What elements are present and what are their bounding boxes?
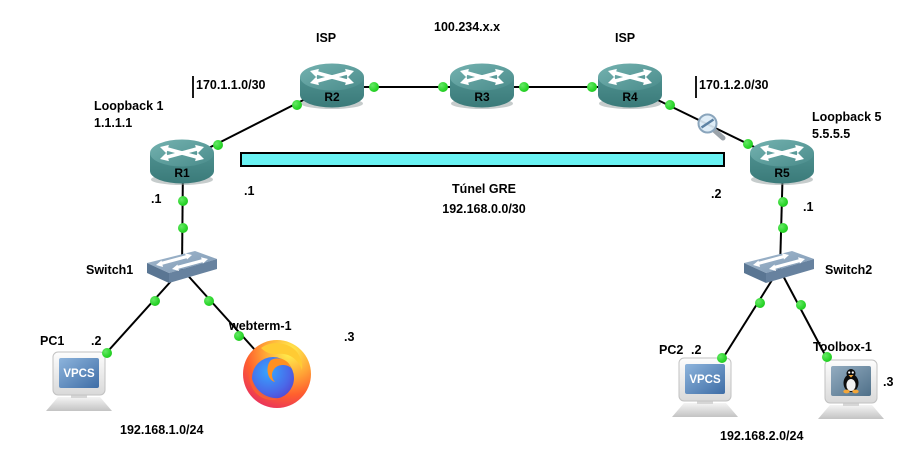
link-status-dot-r5-lan bbox=[778, 197, 788, 207]
tunnel-name-label: Túnel GRE bbox=[452, 182, 516, 196]
node-switch1[interactable] bbox=[144, 248, 220, 290]
loopback1-ip-label: 1.1.1.1 bbox=[94, 116, 133, 130]
pc2-screen bbox=[685, 364, 725, 394]
link-status-dot-r2-left bbox=[292, 100, 302, 110]
node-router-r5[interactable]: R5 bbox=[748, 138, 816, 186]
node-router-r2[interactable]: R2 bbox=[298, 62, 366, 110]
lan1-subnet-label: 192.168.1.0/24 bbox=[120, 423, 204, 437]
node-switch2[interactable] bbox=[741, 248, 817, 290]
node-router-r4[interactable]: R4 bbox=[596, 62, 664, 110]
node-r1-label: R1 bbox=[174, 166, 190, 180]
switch2-label: Switch2 bbox=[825, 263, 873, 277]
link-status-dot-switch1-up bbox=[178, 223, 188, 233]
link-status-dot-r3-right bbox=[519, 82, 529, 92]
link-status-dot-r3-left bbox=[438, 82, 448, 92]
pc2-ip-label: .2 bbox=[691, 343, 702, 357]
node-r4-label: R4 bbox=[622, 90, 638, 104]
subnet-r4-r5-label: 170.1.2.0/30 bbox=[699, 78, 769, 92]
node-toolbox1[interactable] bbox=[814, 358, 888, 422]
link-status-dot-r4-right bbox=[665, 100, 675, 110]
node-r5-label: R5 bbox=[774, 166, 790, 180]
link-status-dot-pc1 bbox=[102, 348, 112, 358]
subnet-r4-r5-tick bbox=[695, 76, 697, 98]
subnet-r1-r2-label: 170.1.1.0/30 bbox=[196, 78, 266, 92]
webterm1-label: webterm-1 bbox=[229, 319, 292, 333]
pc1-screen-text: VPCS bbox=[63, 368, 95, 380]
link-status-dot-r1-side bbox=[213, 140, 223, 150]
r5-lan-ip-label: .1 bbox=[803, 200, 814, 214]
link-status-dot-switch1-webterm bbox=[204, 296, 214, 306]
link-switch2-toolbox1[interactable] bbox=[779, 269, 833, 369]
switch1-label: Switch1 bbox=[86, 263, 134, 277]
loopback5-ip-label: 5.5.5.5 bbox=[812, 127, 851, 141]
node-webterm1 firefox-icon[interactable] bbox=[241, 338, 313, 410]
isp-left-label: ISP bbox=[316, 31, 337, 45]
link-status-dot-r4-left bbox=[587, 82, 597, 92]
pc1-ip-label: .2 bbox=[91, 334, 102, 348]
node-router-r3[interactable]: R3 bbox=[448, 62, 516, 110]
node-pc1[interactable]: VPCS bbox=[42, 350, 116, 412]
r1-lan-ip-label: .1 bbox=[151, 192, 162, 206]
link-status-dot-switch2-toolbox bbox=[796, 300, 806, 310]
node-pc2[interactable]: VPCS bbox=[668, 356, 742, 418]
packet-capture-magnifier-icon[interactable] bbox=[694, 111, 728, 145]
pc1-screen bbox=[59, 358, 99, 388]
toolbox1-ip-label: .3 bbox=[883, 375, 894, 389]
link-status-dot-toolbox1 bbox=[822, 352, 832, 362]
webterm1-ip-label: .3 bbox=[344, 330, 355, 344]
lan2-subnet-label: 192.168.2.0/24 bbox=[720, 429, 804, 443]
isp-right-label: ISP bbox=[615, 31, 636, 45]
gre-tunnel-bar[interactable] bbox=[240, 152, 725, 167]
node-r2-label: R2 bbox=[324, 90, 340, 104]
link-switch1-pc1[interactable] bbox=[99, 268, 183, 361]
link-switch2-pc2[interactable] bbox=[717, 268, 780, 367]
pc1-label: PC1 bbox=[40, 334, 65, 348]
link-status-dot-r2-right bbox=[369, 82, 379, 92]
tunnel-ip-left-label: .1 bbox=[244, 184, 255, 198]
link-status-dot-r1-lan bbox=[178, 196, 188, 206]
wan-network-label: 100.234.x.x bbox=[434, 20, 501, 34]
node-r3-label: R3 bbox=[474, 90, 490, 104]
link-status-dot-webterm1 bbox=[234, 331, 244, 341]
tux-linux-icon bbox=[843, 369, 859, 394]
loopback5-name-label: Loopback 5 bbox=[812, 110, 882, 124]
link-status-dot-switch2-up bbox=[778, 223, 788, 233]
link-status-dot-pc2 bbox=[717, 353, 727, 363]
link-status-dot-r5-side bbox=[743, 139, 753, 149]
loopback1-name-label: Loopback 1 bbox=[94, 99, 164, 113]
pc2-screen-text: VPCS bbox=[689, 374, 721, 386]
link-status-dot-switch1-pc1 bbox=[150, 296, 160, 306]
pc2-label: PC2 bbox=[659, 343, 684, 357]
subnet-r1-r2-tick bbox=[192, 76, 194, 98]
tunnel-subnet-label: 192.168.0.0/30 bbox=[442, 202, 526, 216]
tunnel-ip-right-label: .2 bbox=[711, 187, 722, 201]
toolbox1-label: Toolbox-1 bbox=[813, 340, 872, 354]
link-status-dot-switch2-pc2 bbox=[755, 298, 765, 308]
node-router-r1[interactable]: R1 bbox=[148, 138, 216, 186]
